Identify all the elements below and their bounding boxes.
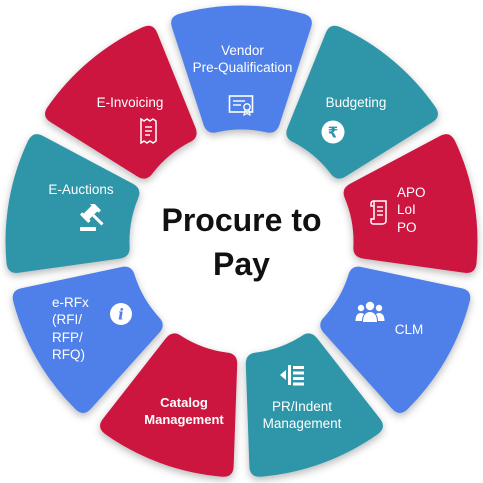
segment-apo: [343, 134, 478, 273]
segment-budgeting: [286, 25, 438, 179]
segment-label-clm: CLM: [394, 322, 424, 337]
info-icon: i: [110, 303, 132, 325]
svg-text:i: i: [118, 306, 124, 324]
segment-label-e-invoicing: E-Invoicing: [96, 95, 164, 110]
document-scroll-icon: [370, 200, 387, 225]
segment-catalog: [100, 333, 238, 477]
segment-label-e-rfx: e-RFx(RFI/RFP/RFQ): [52, 295, 89, 362]
receipt-icon: [140, 118, 157, 144]
center-title: Procure to Pay: [161, 202, 322, 283]
segment-clm: [320, 266, 471, 413]
svg-text:₹: ₹: [328, 124, 338, 142]
certificate-icon: [228, 95, 254, 116]
segment-einvoicing: [45, 25, 197, 179]
segment-pr-indent: [245, 333, 383, 477]
gavel-icon: [80, 204, 104, 231]
segment-eauctions: [5, 134, 140, 273]
segment-label-e-auctions: E-Auctions: [48, 182, 114, 197]
indent-list-icon: [280, 365, 304, 386]
segment-vendor: [171, 5, 312, 133]
segment-erfx: [12, 266, 163, 413]
rupee-icon: ₹: [321, 120, 345, 144]
segment-label-budgeting: Budgeting: [325, 95, 387, 110]
users-group-icon: [355, 301, 385, 322]
